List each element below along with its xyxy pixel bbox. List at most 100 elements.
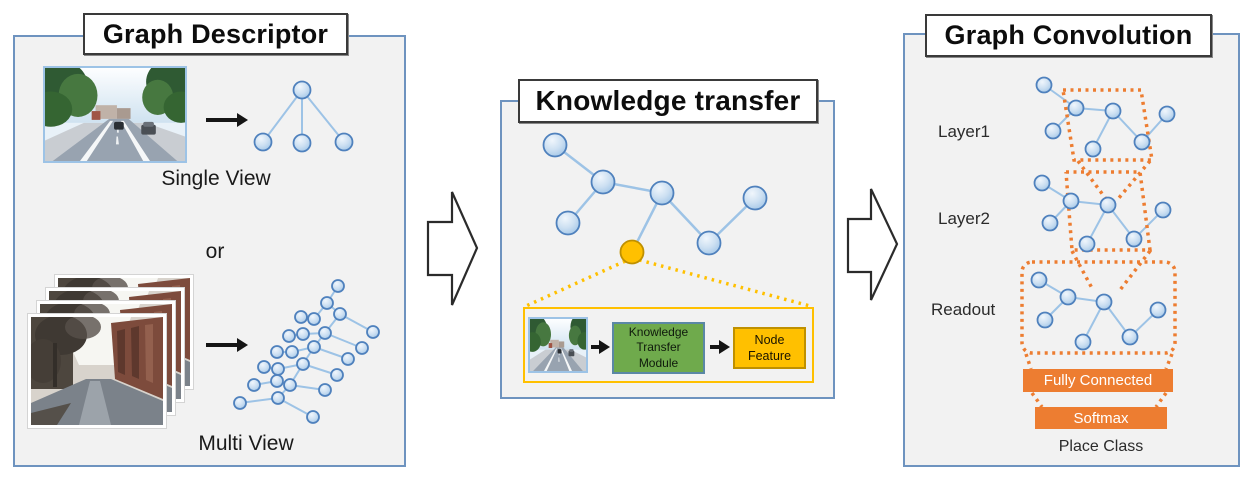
knowledge-transfer-graph-node [542,132,568,158]
single-view-graph-node [292,133,312,153]
multi-view-graph-node [307,312,321,326]
single-view-photo [43,66,187,163]
knowledge-transfer-graph-highlight-node [619,239,645,265]
orange-dotted-line [1030,391,1044,409]
multi-view-graph-node [233,396,247,410]
arrow-head [719,340,730,354]
readout-label: Readout [931,300,996,319]
layer1-graph-node [1104,102,1122,120]
multi-view-graph-node [282,329,296,343]
layer1-graph-node [1067,99,1085,117]
layer1-graph-node [1035,76,1053,94]
readout-graph-node [1030,271,1048,289]
layer2-graph-node [1062,192,1080,210]
gold-dotted-line [631,256,811,308]
layer2-label: Layer2 [938,209,990,228]
knowledge-transfer-graph-node [649,180,675,206]
orange-dotted-poly [1064,170,1152,252]
multi-view-graph-node [355,341,369,355]
multi-view-graph-node [296,357,310,371]
multi-view-graph-node [307,340,321,354]
multi-view-graph-node [318,326,332,340]
knowledge-transfer-title-box: Knowledge transfer [518,79,818,123]
layer2-graph-node [1033,174,1051,192]
knowledge-transfer-photo [528,317,588,373]
graph-descriptor-title: Graph Descriptor [102,18,329,49]
single-view-graph-edge [262,89,303,143]
layer1-graph-node [1133,133,1151,151]
or-label: or [205,240,225,263]
readout-graph-node [1074,333,1092,351]
orange-dotted-line [1154,391,1168,409]
multi-view-graph-node [283,378,297,392]
single-view-graph-edge [301,89,345,143]
layer2-graph-node [1099,196,1117,214]
readout-dotted-rect [1020,260,1177,355]
multi-view-graph-node [306,410,320,424]
node-feature-box: Node Feature [733,327,806,369]
graph-convolution-title-box: Graph Convolution [925,14,1212,57]
orange-dotted-line [1076,159,1108,201]
single-view-graph-node [334,132,354,152]
softmax-box: Softmax [1035,407,1167,429]
multi-view-graph-node [331,279,345,293]
layer1-label: Layer1 [938,122,990,141]
single-view-graph-node [253,132,273,152]
multi-view-graph-node [270,374,284,388]
orange-dotted-line [1118,249,1152,292]
multi-view-graph-node [247,378,261,392]
multi-view-graph-node [366,325,380,339]
single-view-label: Single View [161,167,271,190]
multi-view-graph-node [271,391,285,405]
block-arrow [846,188,899,301]
layer1-graph-node [1084,140,1102,158]
readout-graph-node [1095,293,1113,311]
layer2-graph-node [1078,235,1096,253]
multi-view-graph-node [270,345,284,359]
multi-view-graph-node [320,296,334,310]
orange-dotted-line [1024,353,1033,370]
multi-view-graph-node [271,362,285,376]
knowledge-transfer-graph-node [590,169,616,195]
block-arrow [426,191,479,306]
arrow-head [599,340,610,354]
orange-dotted-line [1164,353,1174,370]
node-feature-pipeline-box [523,307,814,383]
arrow-head [237,338,248,352]
multi-view-graph-node [341,352,355,366]
multi-view-graph-node [330,368,344,382]
layer2-graph-node [1041,214,1059,232]
multi-view-photo-stack [28,275,193,428]
knowledge-transfer-graph-node [696,230,722,256]
arrow-head [237,113,248,127]
place-class-label: Place Class [1058,438,1144,455]
multi-view-graph-node [333,307,347,321]
readout-graph-node [1149,301,1167,319]
layer1-graph-node [1044,122,1062,140]
orange-dotted-line [1116,159,1152,201]
single-view-graph-node [292,80,312,100]
graph-convolution-title: Graph Convolution [944,20,1193,50]
multi-view-graph-node [318,383,332,397]
readout-graph-node [1121,328,1139,346]
knowledge-transfer-module-box: Knowledge Transfer Module [612,322,705,374]
orange-dotted-poly [1061,88,1155,162]
multi-view-graph-node [257,360,271,374]
readout-graph-node [1036,311,1054,329]
multi-view-graph-node [296,327,310,341]
readout-graph-node [1059,288,1077,306]
orange-dotted-line [1070,250,1095,291]
multi-view-label: Multi View [198,432,294,455]
fully-connected-box: Fully Connected [1023,369,1173,392]
layer2-graph-node [1125,230,1143,248]
graph-descriptor-title-box: Graph Descriptor [83,13,348,55]
multi-view-graph-node [294,310,308,324]
knowledge-transfer-graph-node [742,185,768,211]
multi-view-photo-1 [28,314,166,428]
gold-dotted-line [525,256,633,308]
layer1-graph-node [1158,105,1176,123]
knowledge-transfer-title: Knowledge transfer [535,85,801,116]
knowledge-transfer-graph-node [555,210,581,236]
